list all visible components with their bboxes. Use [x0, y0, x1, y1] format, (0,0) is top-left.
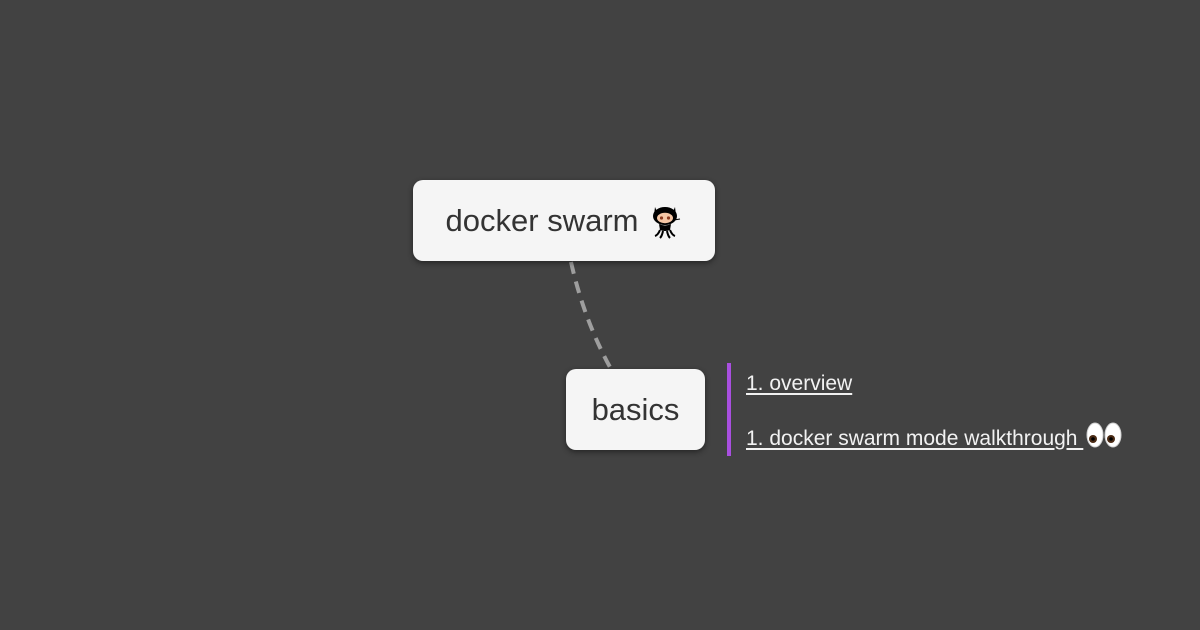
root-node[interactable]: docker swarm [413, 180, 715, 261]
connector-line [569, 261, 613, 370]
basics-notes: 1. overview 1. docker swarm mode walkthr… [727, 363, 1122, 456]
note-link-walkthrough[interactable]: 1. docker swarm mode walkthrough [746, 421, 1123, 451]
root-node-label: docker swarm [445, 202, 639, 238]
note-link-overview[interactable]: 1. overview [746, 372, 852, 396]
child-node-basics[interactable]: basics [566, 369, 705, 450]
octocat-icon [653, 206, 681, 239]
note-link-text: 1. docker swarm mode walkthrough [746, 427, 1084, 450]
child-node-label: basics [591, 391, 680, 427]
note-link-text: 1. overview [746, 372, 853, 395]
eyes-icon [1086, 422, 1122, 448]
